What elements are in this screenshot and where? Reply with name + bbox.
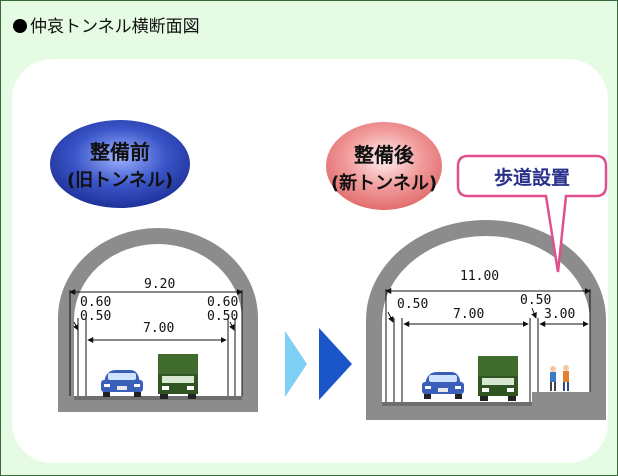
before-dim-total: 9.20 xyxy=(144,277,175,292)
title-text: 仲哀トンネル横断面図 xyxy=(30,17,200,37)
after-dim-right: 0.50 xyxy=(520,293,551,308)
before-section: 9.20 0.60 0.50 0.60 0.50 7.00 xyxy=(50,120,258,412)
before-label-line1: 整備前 xyxy=(89,140,150,164)
after-dim-left: 0.50 xyxy=(397,297,428,312)
after-section: 11.00 0.50 0.50 7.00 3.00 xyxy=(326,122,608,420)
before-dim-right-outer: 0.60 xyxy=(207,295,238,310)
truck-icon xyxy=(478,356,518,401)
after-arrow-right-small xyxy=(531,307,537,319)
before-road-surface xyxy=(74,396,242,400)
car-icon xyxy=(101,370,143,397)
after-dim-sidewalk: 3.00 xyxy=(544,307,575,322)
arrow-light-icon xyxy=(285,331,307,397)
before-dim-left-inner: 0.50 xyxy=(80,309,111,324)
before-dim-left-outer: 0.60 xyxy=(80,295,111,310)
after-label-line1: 整備後 xyxy=(353,143,415,167)
sidewalk-callout-text: 歩道設置 xyxy=(494,166,570,189)
before-dim-right-inner: 0.50 xyxy=(207,309,238,324)
after-label-bubble xyxy=(326,122,442,210)
after-arrow-left-small xyxy=(387,311,394,323)
after-sidewalk xyxy=(532,392,590,406)
after-road-surface xyxy=(382,402,532,406)
after-road-base xyxy=(366,404,606,420)
truck-icon xyxy=(158,354,198,399)
after-dim-roadway: 7.00 xyxy=(453,307,484,322)
after-label-line2: (新トンネル) xyxy=(331,172,437,194)
bullet-icon xyxy=(13,19,27,33)
before-dim-roadway: 7.00 xyxy=(143,321,174,336)
sidewalk-callout-box xyxy=(456,154,608,273)
before-road-base xyxy=(58,398,258,412)
pedestrian-icon xyxy=(550,366,556,391)
after-dim-total: 11.00 xyxy=(460,269,499,284)
before-arrow-left-small xyxy=(72,321,79,331)
before-arrow-right-small xyxy=(228,321,235,331)
arrow-dark-icon xyxy=(319,328,352,400)
diagram-title: 仲哀トンネル横断面図 xyxy=(13,12,200,37)
car-icon xyxy=(422,372,464,399)
pedestrian-icon xyxy=(563,365,569,391)
before-label-line2: (旧トンネル) xyxy=(67,170,173,191)
before-label-bubble xyxy=(50,120,190,208)
